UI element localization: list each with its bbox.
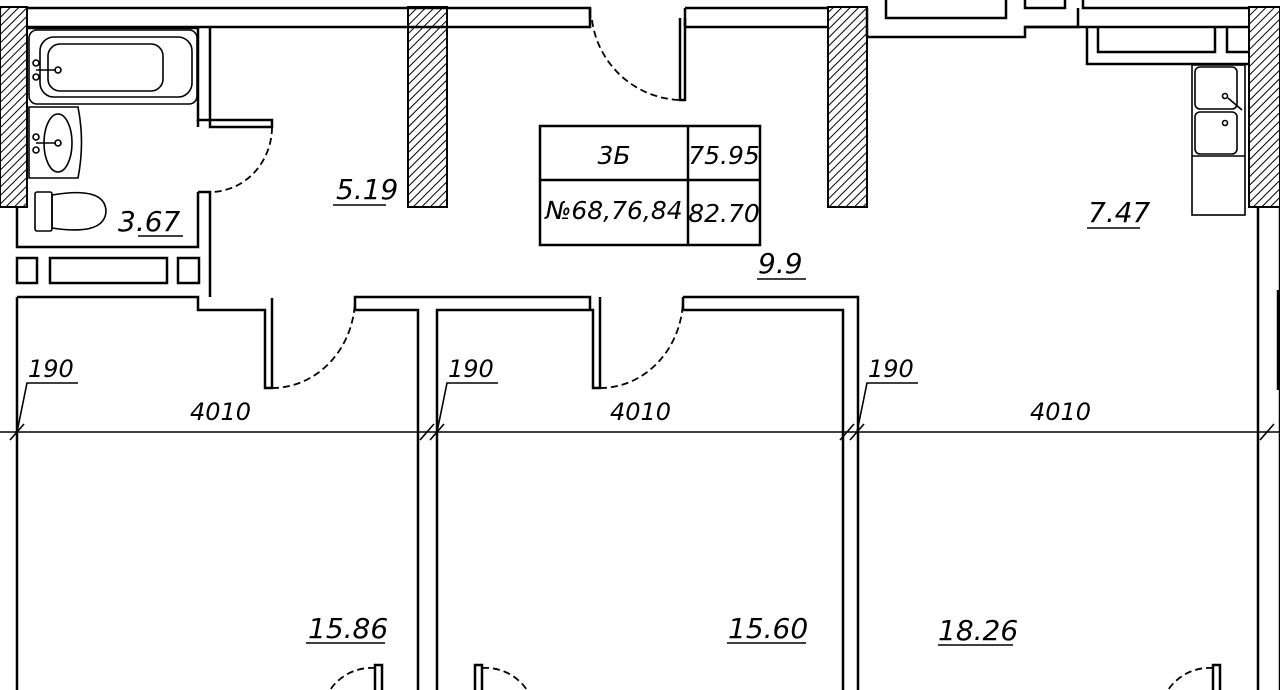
apartment-info-table (538, 124, 762, 247)
kitchen-wall (1256, 207, 1280, 690)
dim-wall-3: 190 (868, 355, 914, 383)
column-mid-right (827, 6, 868, 208)
room-area-bedroom-left: 15.86 (308, 612, 388, 645)
room-area-kitchen: 7.47 (1088, 196, 1151, 229)
dim-wall-2: 190 (448, 355, 494, 383)
room-area-living-room: 18.26 (938, 614, 1018, 647)
dim-span-2: 4010 (610, 398, 671, 426)
washbasin (28, 106, 83, 179)
column-right (1248, 6, 1280, 208)
column-left (0, 6, 28, 208)
kitchen-sink (1191, 64, 1246, 216)
dim-span-3: 4010 (1030, 398, 1091, 426)
column-mid-left (407, 6, 448, 208)
room-area-bathroom: 3.67 (118, 205, 181, 238)
dim-wall-1: 190 (28, 355, 74, 383)
room-area-hall: 5.19 (336, 173, 398, 206)
bathroom (15, 26, 274, 297)
toilet (34, 191, 107, 232)
top-walls (27, 0, 1249, 66)
room-area-underlines (138, 204, 1140, 646)
apartment-type: 3Б (597, 141, 630, 170)
lower-doors (329, 663, 1222, 690)
bedroom-walls (15, 290, 1280, 690)
bathtub (28, 29, 198, 105)
dimension-line (0, 382, 1280, 441)
apartment-numbers: №68,76,84 (543, 196, 682, 225)
entrance-door (591, 18, 687, 102)
room-area-corridor: 9.9 (758, 247, 803, 280)
living-area: 75.95 (688, 141, 760, 170)
total-area: 82.70 (688, 199, 760, 228)
room-area-bedroom-middle: 15.60 (728, 612, 808, 645)
dim-span-1: 4010 (190, 398, 251, 426)
